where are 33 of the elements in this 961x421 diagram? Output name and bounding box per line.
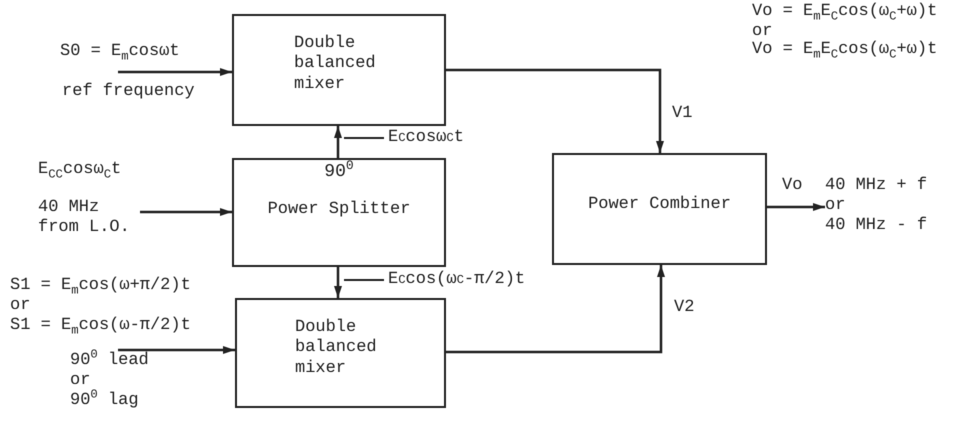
signal-label: S1 = E$_{m}$cos(ω-π/2)t xyxy=(10,316,191,336)
signal-note: 90$^{0}$ lead xyxy=(70,351,149,372)
block-label: Double balanced mixer xyxy=(295,318,378,380)
formula-label: Vo = E$_{m}$E$_{C}$cos(ω$_{C}$+ω)t xyxy=(752,2,938,22)
signal-label: 40 MHz + f xyxy=(825,176,928,196)
arrow xyxy=(334,126,342,158)
combiner-box xyxy=(552,153,767,265)
block-label: Double balanced mixer xyxy=(294,34,377,96)
mixer-box xyxy=(235,298,446,408)
signal-label: 40 MHz from L.O. xyxy=(38,198,131,239)
formula-label: or xyxy=(752,22,772,42)
signal-note: or xyxy=(70,371,90,392)
block-label: 90$^{0}$ xyxy=(323,162,355,184)
arrow xyxy=(767,203,825,211)
signal-label: S1 = E$_{m}$cos(ω+π/2)t xyxy=(10,276,191,296)
signal-note: 90$^{0}$ lag xyxy=(70,391,139,412)
block-label: Power Splitter xyxy=(266,200,412,220)
splitter-box xyxy=(232,158,446,267)
signal-label: E$_{CC}$cosω$_{C}$t xyxy=(38,160,122,180)
arrow xyxy=(446,68,664,153)
signal-label: or xyxy=(10,296,30,316)
arrow xyxy=(140,208,232,216)
signal-label: 40 MHz - f xyxy=(825,216,928,236)
signal-label: S0 = E$_{m}$cosωt xyxy=(60,42,180,62)
arrow xyxy=(118,68,232,76)
arrow xyxy=(446,265,665,354)
signal-label: or xyxy=(825,196,846,216)
mixer-box xyxy=(232,14,446,126)
block-label: Power Combiner xyxy=(587,195,732,216)
formula-label: Vo = E$_{m}$E$_{C}$cos(ω$_{C}$+ω)t xyxy=(752,40,938,60)
arrow xyxy=(334,267,342,298)
signal-note: ref frequency xyxy=(62,82,195,102)
arrow xyxy=(118,346,235,354)
